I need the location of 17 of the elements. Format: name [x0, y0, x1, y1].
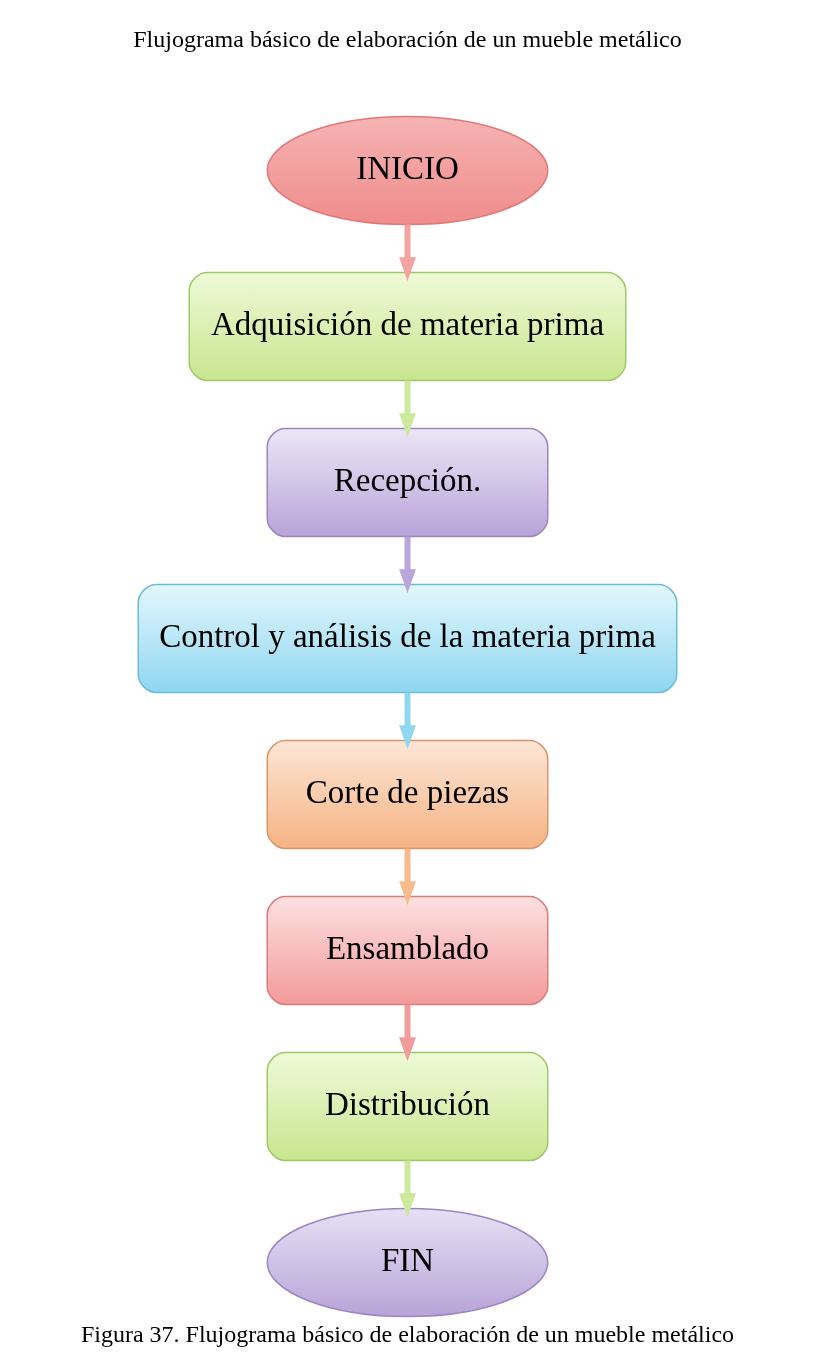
node-box: Adquisición de materia prima [188, 271, 627, 382]
node-box: Distribución [266, 1051, 549, 1162]
arrow [399, 224, 416, 282]
caption: Figura 37. Flujograma básico de elaboración de un mueble metálico [80, 1320, 735, 1347]
arrow [399, 848, 416, 906]
arrow [399, 380, 416, 438]
arrow [399, 1004, 416, 1062]
arrow [399, 692, 416, 750]
arrow [399, 1160, 416, 1218]
node-box: Recepción. [266, 427, 549, 538]
node-box: Control y análisis de la materia prima [137, 583, 678, 694]
node-ellipse: FIN [266, 1207, 549, 1318]
diagram-title: Flujograma básico de elaboración de un mueble metálico [133, 26, 682, 53]
node-box: Corte de piezas [266, 739, 549, 850]
arrow [399, 536, 416, 594]
node-ellipse: INICIO [266, 115, 549, 226]
node-box: Ensamblado [266, 895, 549, 1006]
